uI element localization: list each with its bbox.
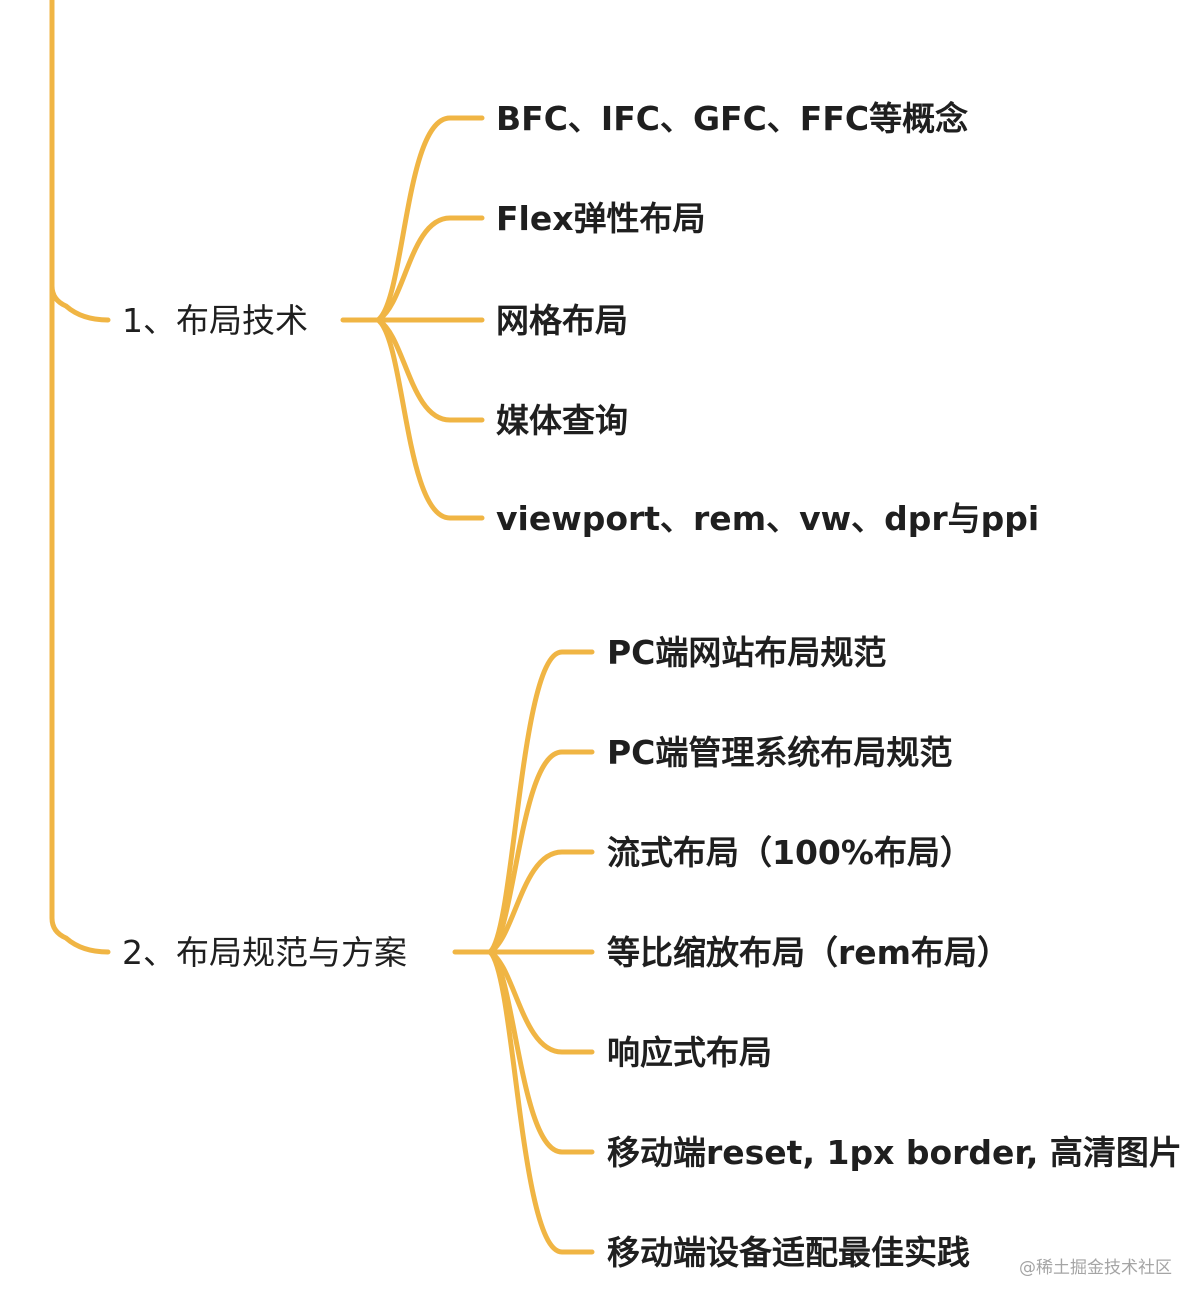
branch-label-2: 2、布局规范与方案 [122,933,407,972]
child-curve-2-7 [487,949,595,1255]
child-curve-1-5 [375,317,485,521]
leaf-label-2-1: PC端网站布局规范 [607,633,886,672]
branch-connector-2 [49,885,111,955]
leaf-label-2-7: 移动端设备适配最佳实践 [607,1233,970,1272]
leaf-label-1-4: 媒体查询 [496,401,628,440]
leaf-label-1-3: 网格布局 [496,301,628,340]
leaf-label-1-1: BFC、IFC、GFC、FFC等概念 [496,99,968,138]
leaf-label-1-5: viewport、rem、vw、dpr与ppi [496,499,1039,538]
child-curve-2-3 [487,849,595,955]
child-curve-1-1 [375,115,485,323]
leaf-label-2-3: 流式布局（100%布局） [607,833,973,872]
leaf-label-2-6: 移动端reset, 1px border, 高清图片 [607,1133,1182,1172]
watermark-label: @稀土掘金技术社区 [1019,1258,1172,1278]
leaf-label-2-5: 响应式布局 [607,1033,772,1072]
child-curve-1-2 [375,215,485,323]
leaf-label-2-4: 等比缩放布局（rem布局） [607,933,1010,972]
leaf-label-1-2: Flex弹性布局 [496,199,706,238]
child-curve-1-4 [375,317,485,423]
child-curve-2-2 [487,749,595,955]
branch-connector-1 [49,259,111,323]
branch-label-1: 1、布局技术 [122,301,308,340]
leaf-label-2-2: PC端管理系统布局规范 [607,733,952,772]
